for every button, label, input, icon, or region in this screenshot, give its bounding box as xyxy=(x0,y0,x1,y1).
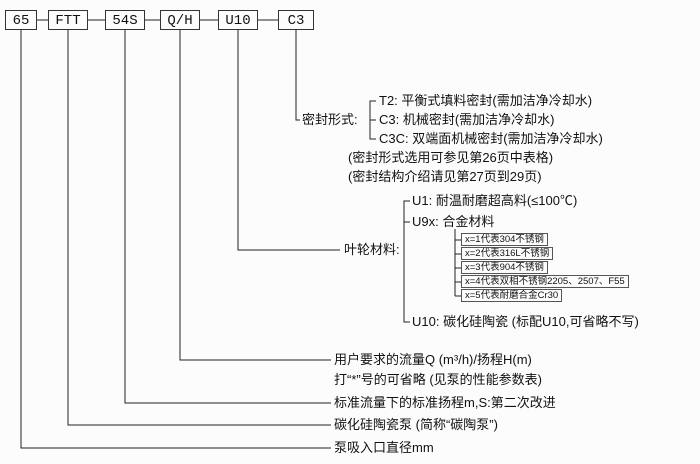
impeller-option-u1: U1: 耐温耐磨超高料(≤100℃) xyxy=(412,193,578,208)
model-segment-inlet: 65 xyxy=(5,10,37,30)
model-segment-flow: Q/H xyxy=(160,10,200,30)
model-segment-head: 54S xyxy=(105,10,145,30)
seal-note-selection: (密封形式选用可参见第26页中表格) xyxy=(348,150,554,165)
seal-option-c3c: C3C: 双端面机械密封(需加洁净冷却水) xyxy=(379,131,603,146)
impeller-option-u9x: U9x: 合金材料 xyxy=(412,214,495,229)
inlet-diameter-note: 泵吸入口直径mm xyxy=(334,440,434,455)
model-segment-impeller: U10 xyxy=(218,10,258,30)
seal-option-c3: C3: 机械密封(需加洁净冷却水) xyxy=(379,112,555,127)
pump-type-note: 碳化硅陶瓷泵 (简称“碳陶泵”) xyxy=(334,417,498,432)
u9x-variant-cr30: x=5代表耐磨合金Cr30 xyxy=(461,289,563,302)
seal-note-structure: (密封结构介绍请见第27页到29页) xyxy=(348,169,542,184)
u9x-variant-316l: x=2代表316L不锈钢 xyxy=(461,247,554,260)
impeller-material-label: 叶轮材料: xyxy=(344,242,400,257)
seal-type-label: 密封形式: xyxy=(302,112,358,127)
model-segment-type: FTT xyxy=(48,10,88,30)
seal-option-t2: T2: 平衡式填料密封(需加洁净冷却水) xyxy=(379,93,593,108)
flow-head-note-line1: 用户要求的流量Q (m³/h)/扬程H(m) xyxy=(334,352,532,367)
flow-head-note-line2: 打“*”号的可省略 (见泵的性能参数表) xyxy=(334,372,542,387)
model-segment-seal: C3 xyxy=(278,10,314,30)
u9x-variant-duplex: x=4代表双相不锈钢2205、2507、F55 xyxy=(461,275,629,288)
standard-head-note: 标准流量下的标准扬程m,S:第二次改进 xyxy=(334,395,556,410)
impeller-option-u10: U10: 碳化硅陶瓷 (标配U10,可省略不写) xyxy=(412,314,639,329)
u9x-variant-304: x=1代表304不锈钢 xyxy=(461,233,548,246)
u9x-variant-904: x=3代表904不锈钢 xyxy=(461,261,548,274)
